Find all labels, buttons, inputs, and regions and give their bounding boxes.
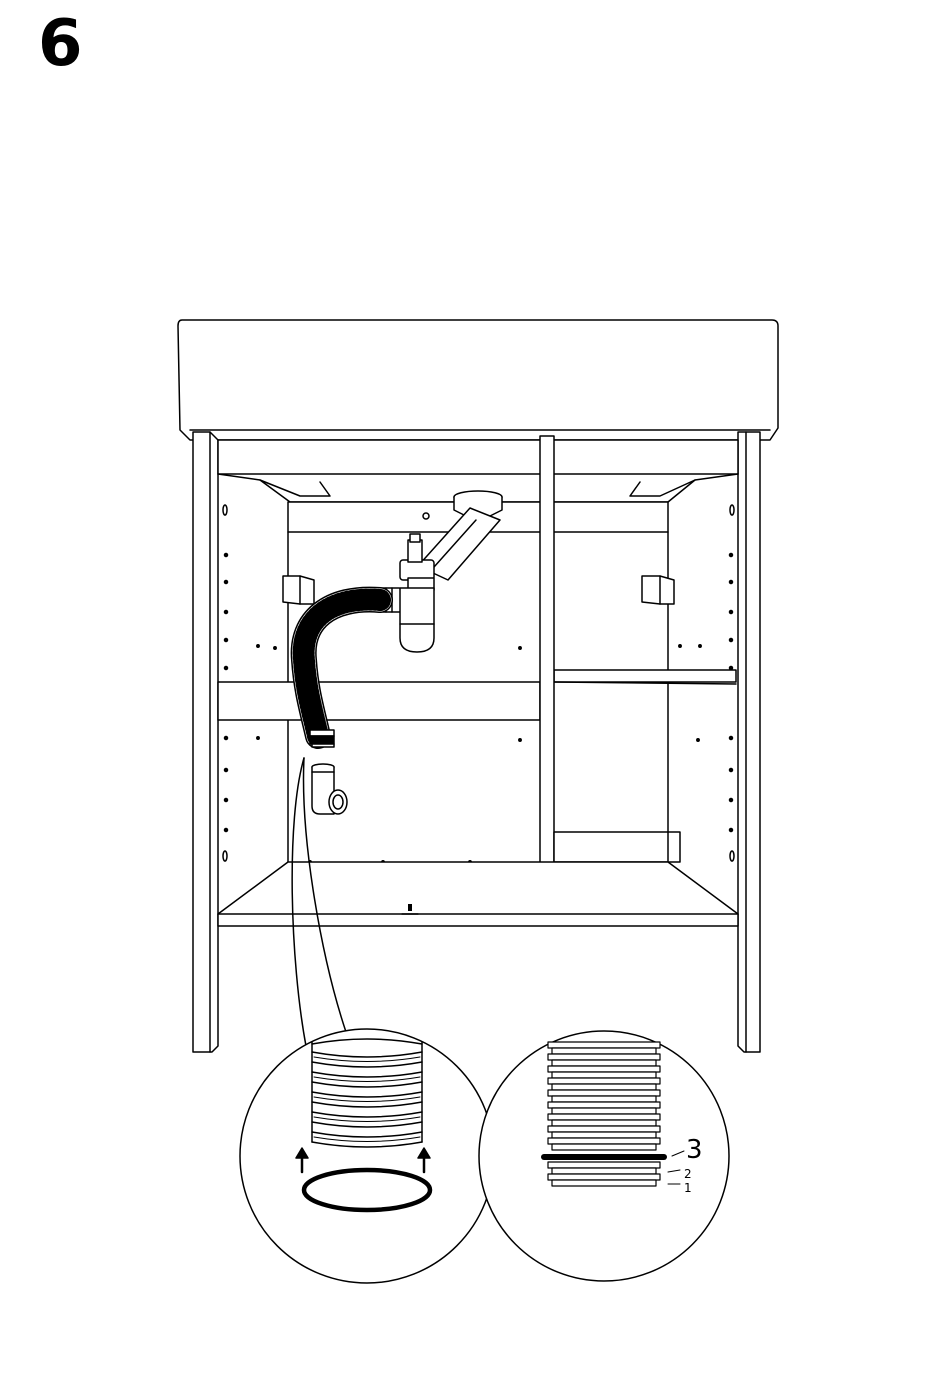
corrugated-hose bbox=[304, 600, 380, 747]
wall-elbow bbox=[312, 764, 347, 814]
right-wall-bracket bbox=[642, 576, 674, 604]
left-wall-bracket bbox=[283, 576, 314, 604]
center-divider bbox=[540, 436, 554, 914]
cabinet bbox=[178, 320, 778, 1052]
detail-circle-ring-fitting bbox=[240, 1029, 494, 1283]
bottom-shelf bbox=[218, 862, 738, 926]
basin-top bbox=[178, 320, 778, 440]
detail-circle-ring-position: 3 2 1 bbox=[479, 1031, 729, 1281]
ring-label-1: 1 bbox=[684, 1181, 692, 1195]
ring-label-2: 2 bbox=[684, 1167, 692, 1181]
right-leg bbox=[738, 432, 760, 1052]
left-leg bbox=[193, 432, 218, 1052]
right-side-holes bbox=[730, 505, 735, 861]
ring-label-3: 3 bbox=[686, 1135, 703, 1165]
